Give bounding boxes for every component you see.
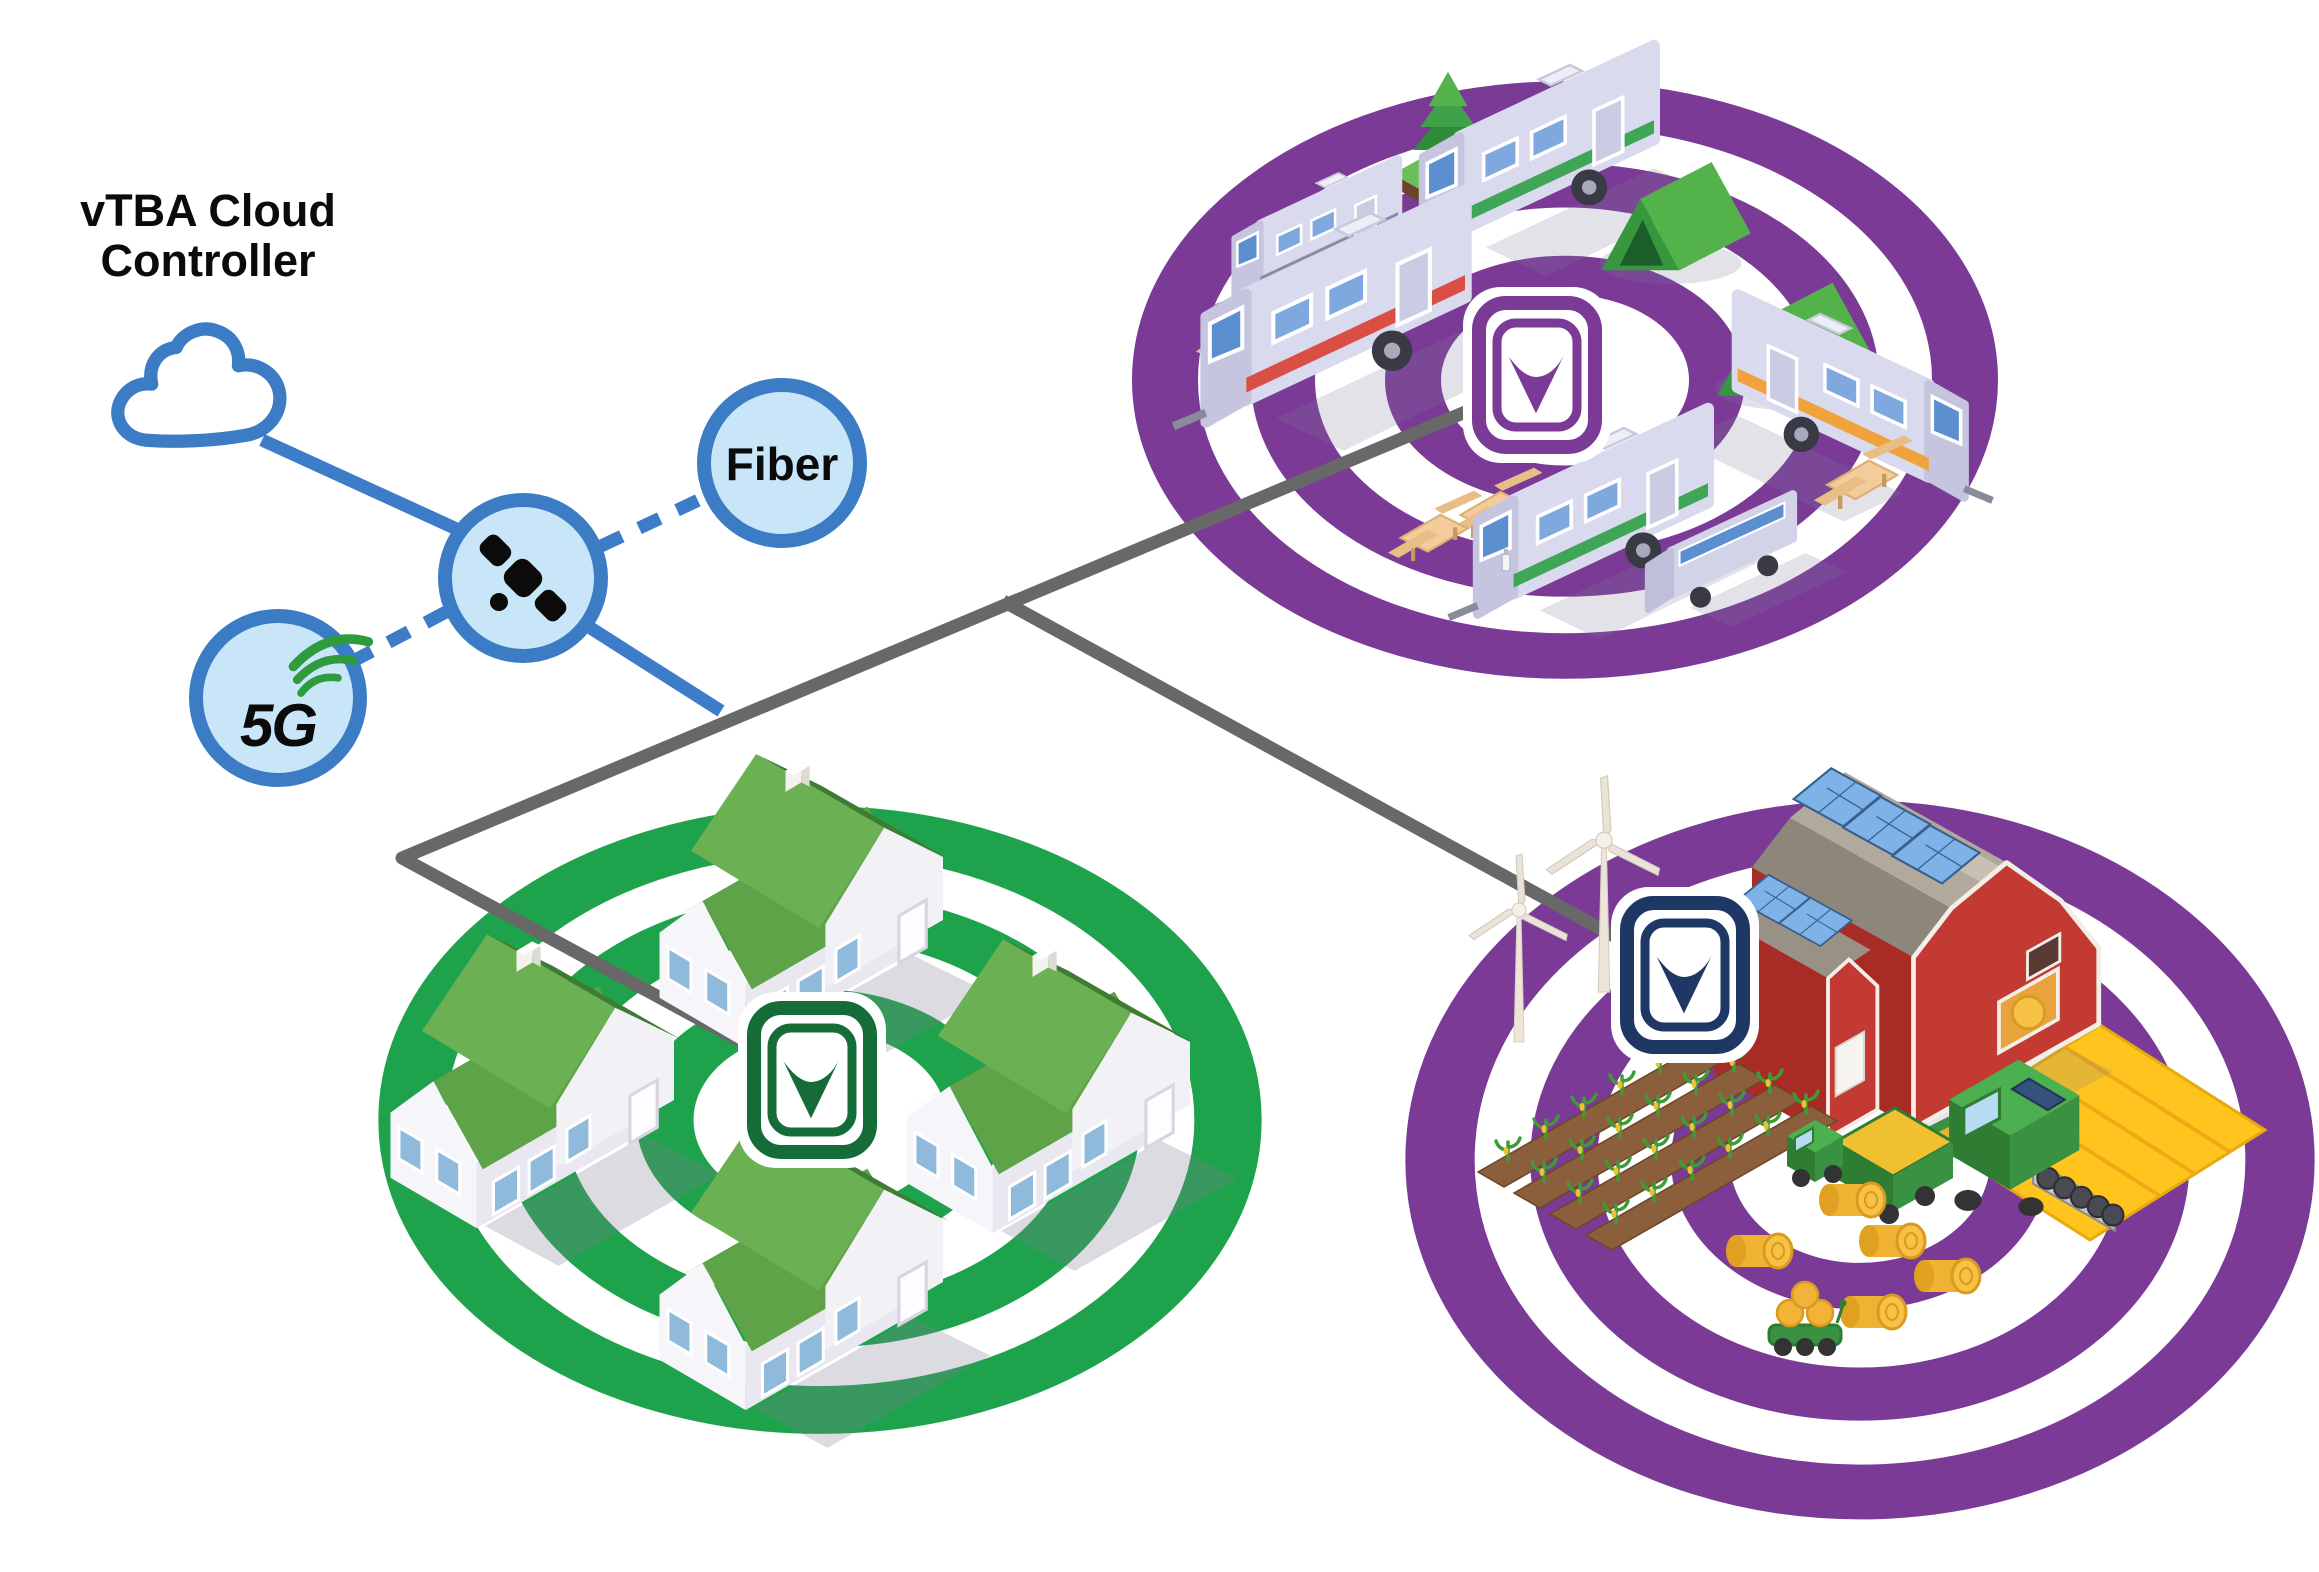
hub-to-backbone-line bbox=[585, 621, 725, 717]
fiber-label: Fiber bbox=[726, 438, 839, 490]
combine-harvester bbox=[1911, 1059, 2125, 1233]
campground-ap-device bbox=[1463, 287, 1611, 463]
hay-bale bbox=[1817, 1181, 1887, 1219]
5g-label: 5G bbox=[240, 692, 316, 759]
5g-signal-waves-icon bbox=[288, 634, 374, 697]
farm-zone bbox=[1467, 767, 2268, 1356]
hub-to-fiber-dashed-line bbox=[598, 492, 706, 552]
farm-ap-device bbox=[1611, 887, 1759, 1063]
robot-baler bbox=[1767, 1280, 1847, 1356]
fiber-node: Fiber bbox=[697, 378, 867, 548]
page-title: vTBA Cloud Controller bbox=[80, 185, 336, 286]
campground-zone bbox=[1173, 46, 1992, 639]
satellite-hub-node bbox=[438, 493, 608, 663]
hub-to-5g-dashed-line bbox=[353, 606, 450, 665]
backbone-line-farm bbox=[999, 595, 1689, 981]
hay-bale bbox=[1857, 1222, 1927, 1260]
residential-ap-device bbox=[738, 992, 886, 1168]
hay-bale bbox=[1724, 1232, 1794, 1270]
cloud-to-hub-line bbox=[259, 434, 475, 542]
grain-cart-tractor bbox=[1787, 1106, 1957, 1224]
bottle bbox=[1501, 549, 1511, 572]
5g-node: 5G bbox=[189, 609, 374, 787]
hay-bale bbox=[1838, 1293, 1908, 1331]
camper-van bbox=[1644, 490, 1848, 627]
satellite-icon bbox=[479, 534, 567, 622]
cloud-icon bbox=[111, 322, 287, 448]
hay-bale bbox=[1912, 1257, 1982, 1295]
